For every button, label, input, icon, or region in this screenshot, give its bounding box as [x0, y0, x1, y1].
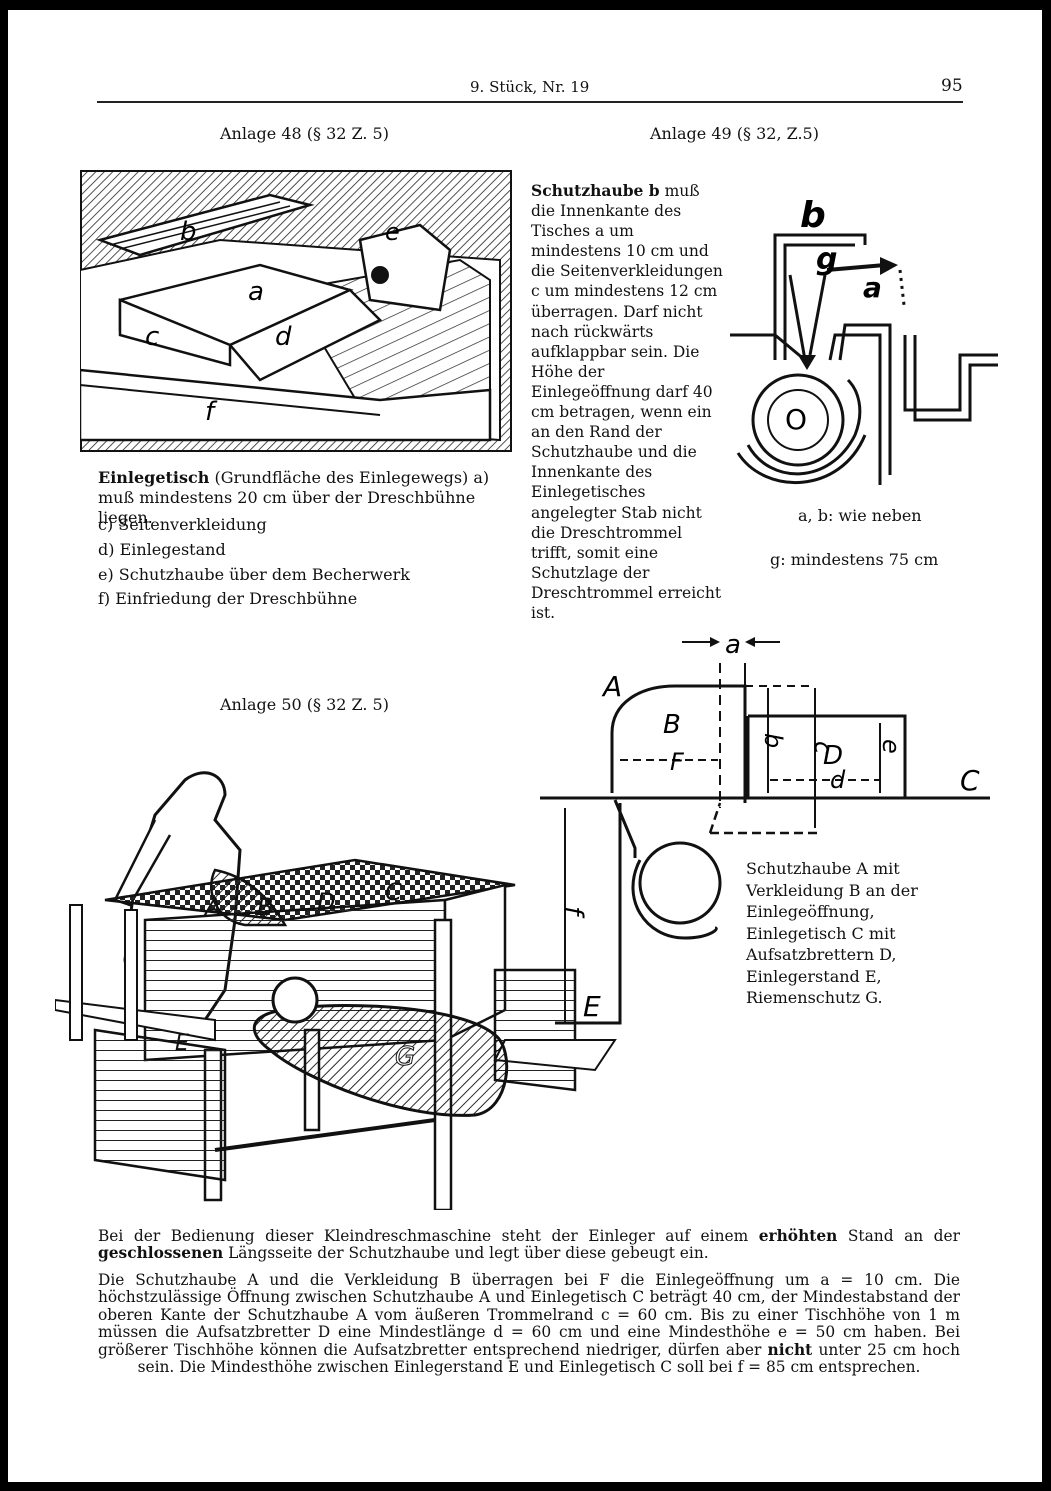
anlage49-text: Schutzhaube b muß die Innenkante des Tis…: [531, 181, 727, 623]
fig48-label-d: d: [275, 322, 292, 352]
scan-border-bottom: [0, 1482, 1051, 1491]
diagram-label-B: B: [663, 710, 681, 740]
anlage48-caption: Einlegetisch (Grundfläche des Einlegeweg…: [98, 468, 506, 528]
body-p1-part-e: Längsseite der Schutzhaube und legt über…: [223, 1244, 709, 1263]
diagram-label-E: E: [583, 990, 601, 1023]
diagram-label-d: d: [830, 766, 846, 794]
header-rule: [97, 101, 963, 103]
body-paragraph-2: Die Schutzhaube A und die Verkleidung B …: [98, 1271, 960, 1377]
anlage50-diagram: a A B F b c D d e C f E: [540, 630, 990, 1025]
scan-border-top: [0, 0, 1051, 10]
body-p2-part-a: Die Schutzhaube A und die Verkleidung B …: [98, 1271, 960, 1359]
body-p1-bold-erhoehten: erhöhten: [758, 1227, 838, 1245]
anlage50-caption: Schutzhaube A mit Verkleidung B an der E…: [746, 859, 918, 1007]
fig49-label-b: b: [800, 195, 826, 236]
anlage49-title: Anlage 49 (§ 32, Z.5): [650, 124, 819, 143]
fig48-label-c: c: [145, 322, 159, 352]
anlage48-caption-rest: (Grundfläche des Einlegewegs) a) muß min…: [98, 468, 490, 527]
diagram-label-A: A: [601, 670, 622, 703]
anlage48-title: Anlage 48 (§ 32 Z. 5): [220, 124, 389, 143]
body-p1-bold-geschlossenen: geschlossenen: [98, 1244, 224, 1263]
anlage49-figure: O b g a: [730, 195, 998, 485]
fig49-label-g: g: [816, 242, 837, 277]
anlage49-legend-ab: a, b: wie neben: [798, 506, 922, 525]
anlage50-title: Anlage 50 (§ 32 Z. 5): [220, 695, 389, 714]
anlage48-caption-bold: Einlegetisch: [98, 468, 210, 487]
diagram-label-D: D: [823, 741, 843, 771]
machine-label-G: G: [395, 1042, 415, 1072]
machine-label-A: A: [203, 893, 221, 921]
svg-text:O: O: [785, 403, 807, 436]
body-paragraph-1: Bei der Bedienung dieser Kleindreschmasc…: [98, 1227, 960, 1263]
fig48-label-b: b: [180, 217, 197, 247]
body-p2-bold-nicht: nicht: [767, 1340, 813, 1359]
scan-border-right: [1042, 0, 1051, 1491]
anlage48-item-c: c) Seitenverkleidung: [98, 515, 267, 534]
machine-label-C: C: [385, 878, 402, 906]
diagram-label-a: a: [725, 630, 741, 660]
anlage48-item-f: f) Einfriedung der Dreschbühne: [98, 589, 358, 608]
anlage48-item-e: e) Schutzhaube über dem Becherwerk: [98, 565, 410, 584]
anlage48-figure: b e a c d f: [80, 170, 512, 452]
fig49-label-a: a: [863, 271, 882, 304]
machine-label-D: D: [317, 888, 335, 916]
diagram-label-e: e: [877, 739, 905, 754]
machine-label-E: E: [175, 1031, 189, 1056]
machine-label-B: B: [257, 893, 273, 921]
diagram-label-C: C: [960, 764, 980, 797]
fig48-label-a: a: [248, 277, 264, 307]
body-p1-part-a: Bei der Bedienung dieser Kleindreschmasc…: [98, 1227, 759, 1245]
body-p1-part-c: Stand an der: [837, 1227, 960, 1245]
anlage48-item-d: d) Einlegestand: [98, 540, 226, 559]
diagram-label-F: F: [670, 748, 685, 776]
page-number: 95: [941, 76, 963, 96]
anlage49-text-bold: Schutzhaube b: [531, 181, 660, 200]
scan-border-left: [0, 0, 8, 1491]
anlage49-legend-g: g: mindestens 75 cm: [770, 550, 939, 569]
diagram-label-b: b: [759, 733, 787, 748]
issue-header: 9. Stück, Nr. 19: [470, 78, 590, 96]
body-p2-part-c: unter 25 cm hoch sein. Die Mindesthöhe z…: [137, 1340, 960, 1377]
threshing-machine-illustration: A B D C E G: [55, 771, 617, 1210]
anlage49-text-rest: muß die Innenkante des Tisches a um mind…: [531, 182, 723, 622]
fig48-label-e: e: [385, 218, 400, 246]
diagram-label-c: c: [809, 741, 837, 754]
